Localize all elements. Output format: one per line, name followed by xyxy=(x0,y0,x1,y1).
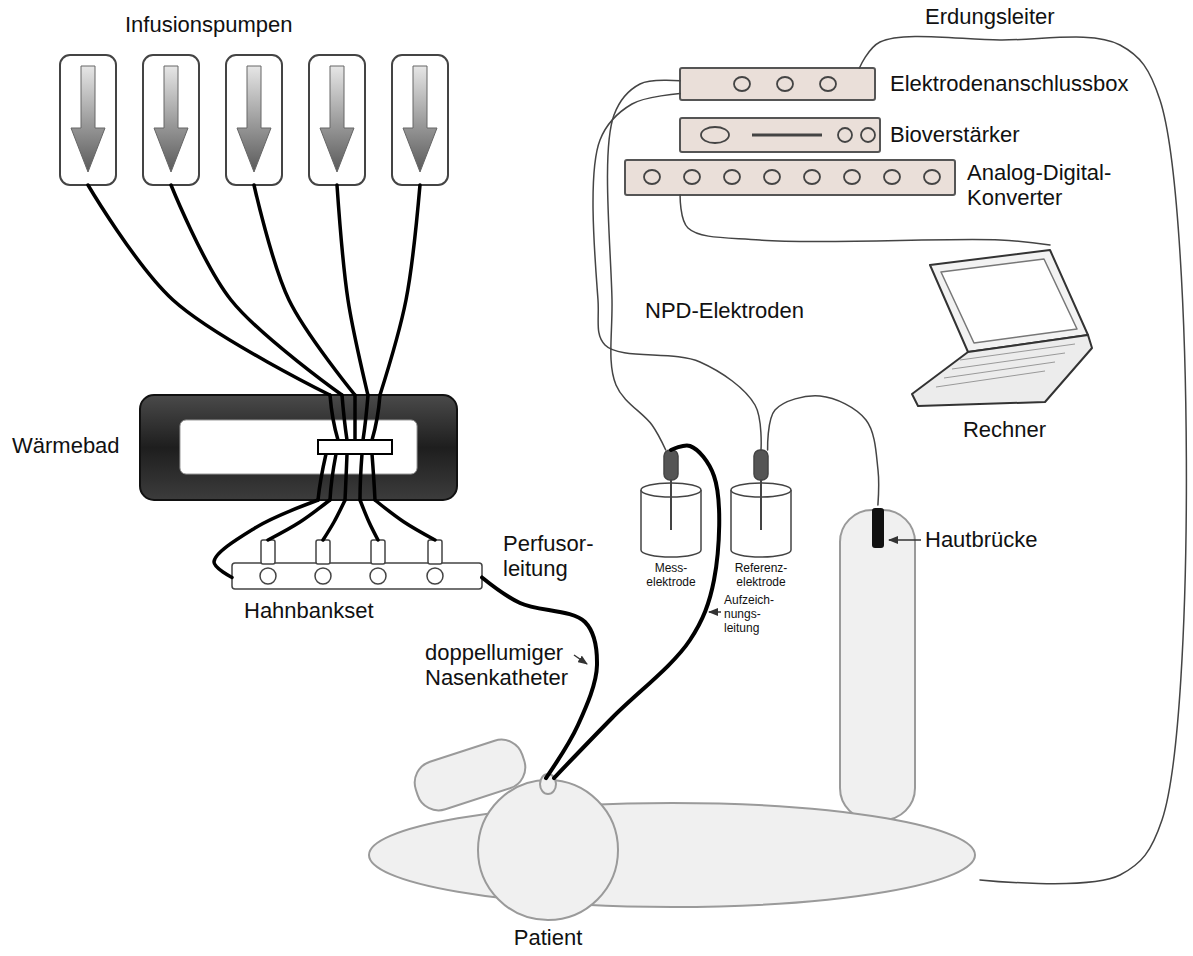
tube-label: Perfusor- leitung xyxy=(503,531,603,582)
connector xyxy=(323,500,345,540)
node-label: Patient xyxy=(498,925,598,950)
ground-wire-label: Erdungsleiter xyxy=(925,4,1055,29)
connector xyxy=(768,396,879,505)
skin-bridge-label: Hautbrücke xyxy=(925,527,1038,552)
bioamplifier: Bioverstärker xyxy=(680,118,880,152)
patient-figure xyxy=(369,510,975,920)
warming-bath-shape xyxy=(140,395,457,500)
pump-group: Infusionspumpen xyxy=(55,10,450,185)
node-label: Bioverstärker xyxy=(890,122,1020,147)
node-label: Analog-Digital- Konverter xyxy=(967,160,1142,211)
measuring-electrode-shape xyxy=(641,450,701,557)
connector xyxy=(859,36,1186,883)
node-label: Mess- elektrode xyxy=(633,562,709,590)
skin-bridge xyxy=(872,508,884,548)
node-label: Wärmebad xyxy=(12,433,120,458)
leader-lines xyxy=(574,540,921,664)
electrode-junction-box: Elektrodenanschlussbox xyxy=(680,68,875,100)
connector xyxy=(554,446,719,778)
lead-label: Aufzeich- nungs- leitung xyxy=(724,594,780,635)
connector xyxy=(337,185,368,395)
ad-converter: Analog-Digital- Konverter xyxy=(625,160,955,195)
stopcock-manifold-shape xyxy=(232,540,482,589)
stopcock-manifold: Hahnbankset xyxy=(232,540,482,592)
laptop-icon xyxy=(912,250,1092,406)
connector xyxy=(88,185,330,395)
connector xyxy=(171,185,342,395)
connector xyxy=(607,80,680,450)
reference-electrode: Referenz- elektrode xyxy=(728,450,794,590)
warming-bath: Wärmebad xyxy=(140,395,457,500)
connector xyxy=(214,500,318,577)
electrode-label: NPD-Elektroden xyxy=(645,298,804,323)
node-label: Rechner xyxy=(912,417,1097,442)
connector xyxy=(375,500,435,540)
connector xyxy=(380,185,420,395)
computer: Rechner xyxy=(912,245,1097,445)
node-label: Hahnbankset xyxy=(244,598,374,623)
connector xyxy=(360,500,378,540)
catheter-label: doppellumiger Nasenkatheter xyxy=(425,640,577,691)
measuring-electrode: Mess- elektrode xyxy=(638,450,704,590)
connector xyxy=(593,94,761,450)
node-label: Referenz- elektrode xyxy=(723,562,799,590)
node-label: Elektrodenanschlussbox xyxy=(890,71,1128,96)
node-label: Infusionspumpen xyxy=(125,12,293,37)
reference-electrode-shape xyxy=(731,450,791,557)
infusion-pumps xyxy=(60,55,448,185)
